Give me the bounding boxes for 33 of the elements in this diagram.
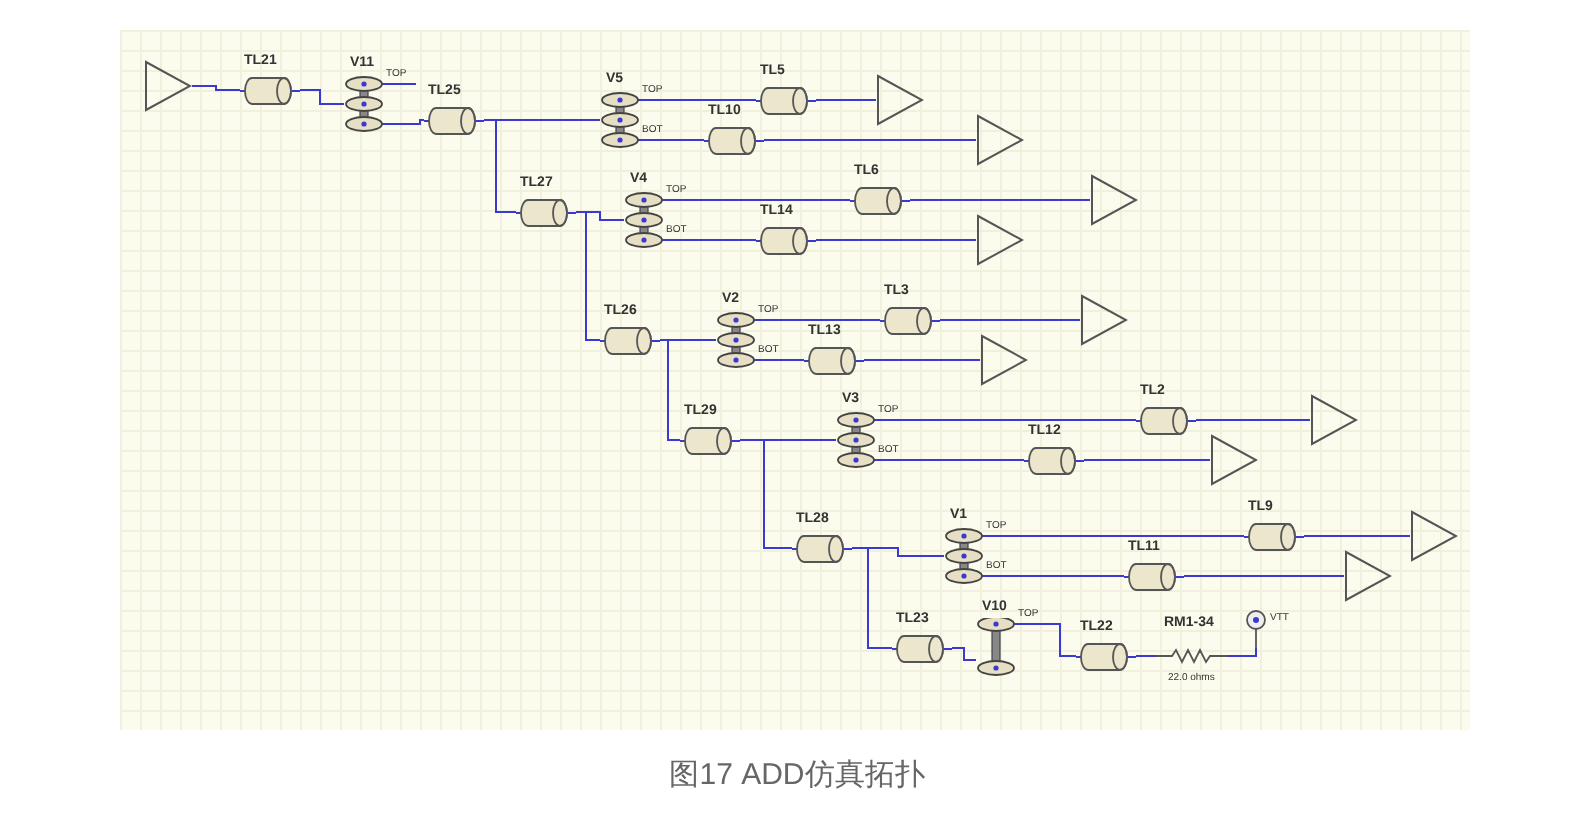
wire (1227, 647, 1257, 657)
wire (695, 239, 757, 241)
wire (909, 199, 1091, 201)
wire (415, 119, 425, 125)
wire (907, 419, 1137, 421)
wire (1015, 575, 1125, 577)
wire (739, 439, 793, 549)
wire (1047, 623, 1077, 657)
wire (695, 199, 851, 201)
wire (1183, 575, 1345, 577)
wire (575, 211, 601, 341)
wire (659, 339, 681, 441)
wire (763, 139, 977, 141)
wire (787, 359, 805, 361)
wire (299, 89, 345, 105)
wire (671, 139, 705, 141)
wire (939, 319, 1081, 321)
wire (907, 459, 1025, 461)
wire (851, 547, 893, 649)
wire (815, 239, 977, 241)
figure-caption: 图17 ADD仿真拓扑 (669, 758, 925, 792)
wire (787, 319, 881, 321)
wire (483, 119, 517, 213)
wire (1135, 655, 1157, 657)
wire (951, 647, 977, 661)
wire (1015, 535, 1245, 537)
wire (1195, 419, 1311, 421)
wire (815, 99, 877, 101)
wire (863, 359, 981, 361)
wire (671, 99, 757, 101)
wire (1303, 535, 1411, 537)
wire (1083, 459, 1211, 461)
wire (191, 85, 241, 91)
